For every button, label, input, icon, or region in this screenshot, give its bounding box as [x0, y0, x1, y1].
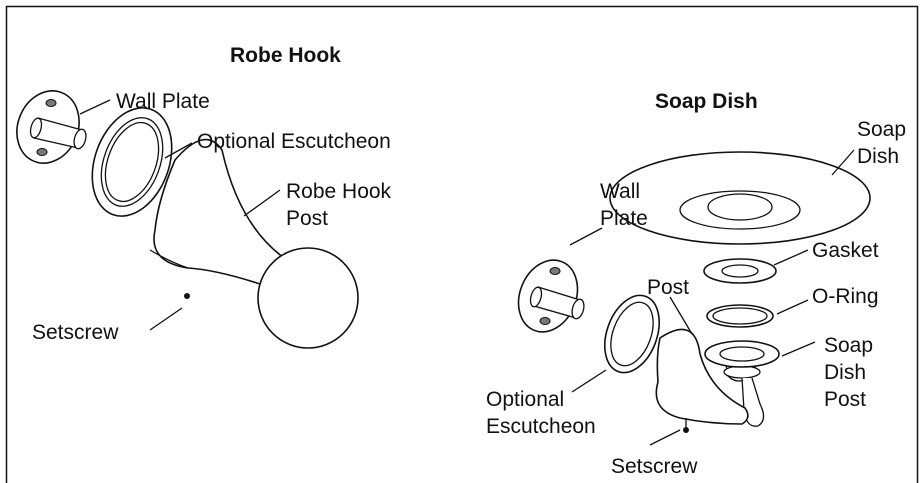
leader-wall-plate-sd: [569, 227, 603, 246]
soap-dish-setscrew-dot: [683, 427, 689, 433]
robe-hook-wall-plate-part: [16, 90, 87, 164]
label-soap-dish-post-line1: Soap: [824, 334, 873, 357]
label-robe-hook-post-line1: Robe Hook: [286, 180, 392, 203]
label-gasket: Gasket: [812, 239, 879, 262]
label-setscrew: Setscrew: [32, 321, 119, 344]
label-wall-plate-sd-line2: Plate: [600, 207, 648, 230]
soap-dish-section: Soap Dish: [486, 90, 906, 478]
label-o-ring: O-Ring: [812, 285, 879, 308]
label-soap-dish-line2: Dish: [857, 145, 899, 168]
leader-optional-escutcheon-sd: [571, 369, 607, 393]
label-optional-escutcheon: Optional Escutcheon: [197, 130, 391, 153]
label-post: Post: [647, 276, 689, 299]
leader-optional-escutcheon: [164, 142, 193, 159]
soap-dish-wall-plate-part: [517, 259, 585, 333]
robe-hook-escutcheon-part: [91, 107, 173, 217]
leader-soap-dish: [831, 149, 855, 176]
leader-setscrew: [149, 307, 183, 331]
soap-dish-escutcheon-part: [604, 294, 660, 374]
leader-gasket: [773, 249, 809, 266]
soap-dish-post-cone-part: [655, 328, 749, 425]
label-robe-hook-post-line2: Post: [286, 207, 328, 230]
soap-dish-bowl-part: [609, 151, 871, 245]
soap-dish-title: Soap Dish: [655, 90, 758, 113]
robe-hook-section: Robe Hook Wall Plate: [16, 44, 392, 349]
leader-setscrew-sd: [649, 429, 681, 446]
label-soap-dish-post-line2: Dish: [824, 361, 866, 384]
robe-hook-setscrew-dot: [184, 293, 190, 299]
frame-border: [5, 5, 919, 483]
leader-post: [669, 296, 693, 335]
label-soap-dish-line1: Soap: [857, 118, 906, 141]
leader-robe-hook-post: [243, 189, 281, 217]
leader-o-ring: [776, 299, 809, 315]
label-optional-escutcheon-sd-line2: Escutcheon: [486, 415, 596, 438]
leader-soap-dish-post: [781, 341, 816, 357]
label-wall-plate: Wall Plate: [116, 90, 210, 113]
label-optional-escutcheon-sd-line1: Optional: [486, 388, 564, 411]
label-setscrew-sd: Setscrew: [611, 455, 698, 478]
soap-dish-o-ring-part: [706, 304, 774, 328]
leader-wall-plate: [79, 99, 111, 115]
label-wall-plate-sd-line1: Wall: [600, 180, 640, 203]
robe-hook-title: Robe Hook: [230, 44, 341, 67]
robe-hook-post-part: [149, 138, 359, 349]
soap-dish-gasket-part: [703, 258, 777, 284]
label-soap-dish-post-line3: Post: [824, 388, 866, 411]
